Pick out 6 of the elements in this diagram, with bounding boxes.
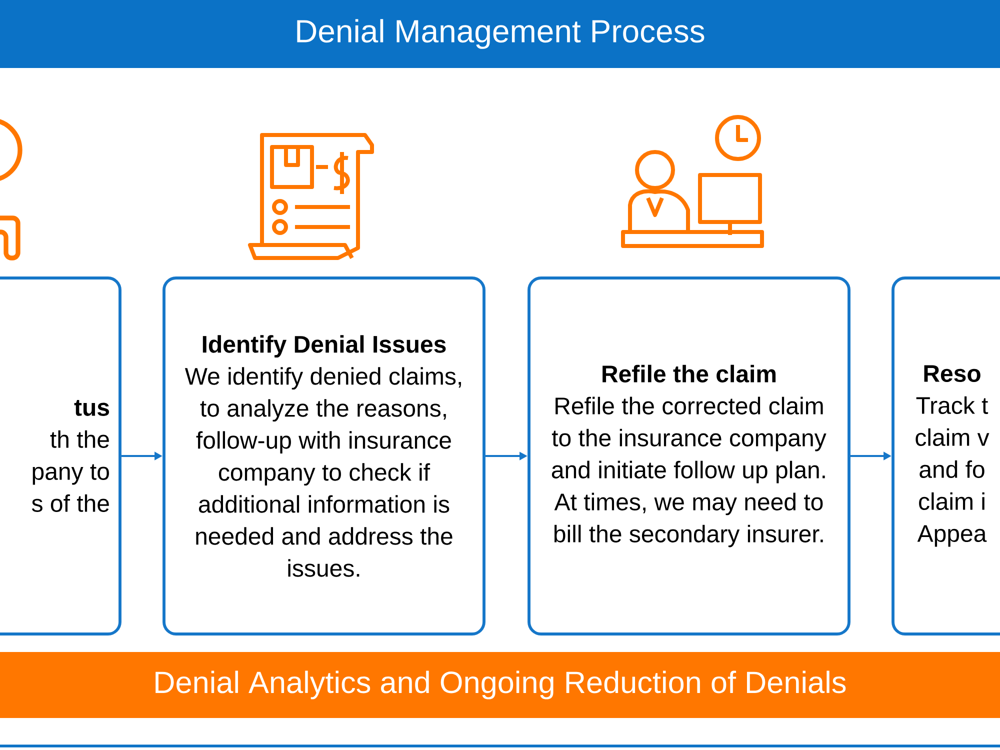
process-box: tus th the pany to s of the [0,276,122,636]
process-box: Identify Denial Issues We identify denied claims, to analyze the reasons, follow-up with insurance company to check if additional information is needed and address the issues. [162,276,486,636]
process-box: Refile the claim Refile the corrected claim to the insurance company and initiate follow up plan. At times, we may need to bill the secondary insurer. [528,276,850,636]
process-box: Reso Track t claim v and fo claim i Appea [892,276,1000,636]
banner: Denial Management Process [0,0,1000,68]
banner: Denial Analytics and Ongoing Reduction of Denials [0,652,1000,718]
